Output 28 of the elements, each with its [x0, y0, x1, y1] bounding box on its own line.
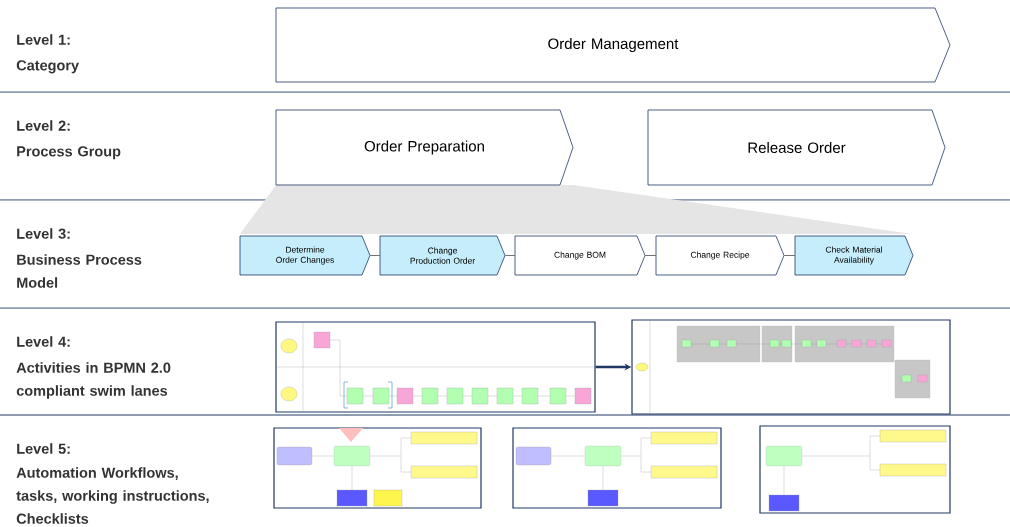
level-label: Category: [16, 60, 79, 74]
workflow-drawing: [273, 427, 482, 509]
level-label: Level 1:: [17, 34, 70, 45]
level-label: Business Process Model: [17, 254, 142, 288]
zoom-funnel: [240, 185, 912, 234]
level-label: Process Group: [17, 146, 121, 160]
level-label: Level 4:: [17, 336, 70, 347]
level-label: Activities in BPMN 2.0 compliant swim lanes: [16, 362, 171, 399]
process-group-box: Release Order: [647, 109, 946, 186]
swim-lane-drawing: [275, 321, 596, 413]
connector-line: [369, 255, 381, 256]
connector-line: [504, 255, 516, 256]
process-box: Change BOM: [514, 235, 646, 276]
process-group-box: Order Preparation: [275, 109, 574, 186]
level-label: Level 5:: [17, 443, 70, 454]
process-box: Determine Order Changes: [239, 235, 371, 276]
connector-line: [783, 255, 796, 256]
process-box: Check Material Availability: [794, 235, 914, 276]
level-label: Automation Workflows, tasks, working instructions, Checklists: [16, 467, 209, 524]
category-box: Order Management: [275, 7, 951, 83]
workflow-drawing: [512, 427, 722, 509]
process-box: Change Recipe: [655, 235, 785, 276]
process-box: Change Production Order: [379, 235, 506, 276]
level-label: Level 2:: [17, 120, 70, 131]
level-label: Level 3:: [17, 228, 70, 239]
workflow-drawing: [759, 425, 951, 514]
connector-line: [644, 255, 657, 256]
swim-lane-drawing: [631, 319, 951, 415]
